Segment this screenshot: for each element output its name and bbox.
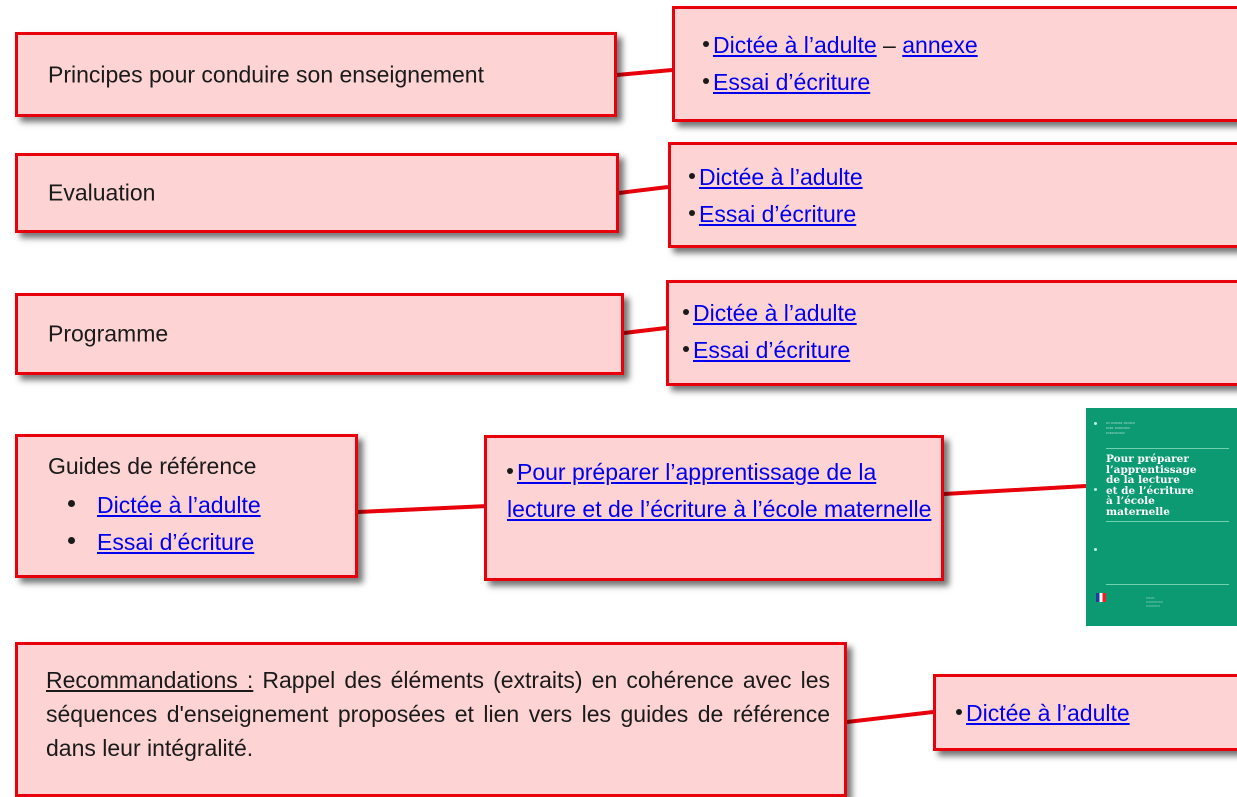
evaluation-label: Evaluation	[48, 179, 156, 206]
guide-dictee-link[interactable]: Dictée à l’adulte	[97, 492, 261, 518]
essai-link[interactable]: Essai d’écriture	[693, 337, 851, 363]
bullet-icon	[68, 537, 75, 545]
guide-reference-box: Pour préparer l’apprentissage de la lect…	[484, 435, 944, 581]
evaluation-links: Dictée à l’adulte Essai d’écriture	[689, 159, 863, 233]
cover-publisher: ▭▭▭▭▭▭▭▭▭▭▭▭▭▭	[1146, 596, 1164, 608]
evaluation-box: Evaluation	[15, 153, 619, 233]
guide-reference: Pour préparer l’apprentissage de la lect…	[507, 454, 932, 528]
programme-links-box: Dictée à l’adulte Essai d’écriture	[666, 280, 1237, 386]
recommendations-text: Recommandations : Rappel des éléments (e…	[46, 663, 830, 765]
connector-guides	[357, 504, 489, 514]
link-row: Dictée à l’adulte	[689, 159, 863, 196]
cover-dot	[1094, 422, 1097, 425]
guide-maternelle-link[interactable]: Pour préparer l’apprentissage de la lect…	[507, 459, 932, 522]
cover-dot	[1094, 488, 1097, 491]
principes-label: Principes pour conduire son enseignement	[48, 61, 484, 87]
list-item: Dictée à l’adulte	[68, 487, 261, 524]
link-row: Essai d’écriture	[703, 64, 978, 101]
guides-box: Guides de référence Dictée à l’adulte Es…	[15, 434, 358, 578]
programme-label: Programme	[48, 320, 169, 347]
principes-links: Dictée à l’adulte – annexe Essai d’écrit…	[703, 27, 978, 101]
bullet-icon	[507, 467, 513, 474]
dictee-link[interactable]: Dictée à l’adulte	[713, 32, 877, 58]
recommendations-body: Rappel des éléments (extraits) en cohére…	[46, 667, 830, 761]
evaluation-links-box: Dictée à l’adulte Essai d’écriture	[668, 142, 1237, 248]
annexe-link[interactable]: annexe	[902, 32, 978, 58]
recommendations-link-box: Dictée à l’adulte	[933, 674, 1237, 751]
guide-cover-image[interactable]: ▭ ▭▭▭ ▭▭▭▭▭ ▭▭▭▭▭▭▭▭▭ Pour préparer l’ap…	[1086, 408, 1237, 626]
bullet-icon	[689, 172, 695, 179]
bullet-icon	[683, 345, 689, 352]
cover-title: Pour préparer l’apprentissage de la lect…	[1106, 453, 1197, 518]
bullet-icon	[703, 77, 709, 84]
link-row: Essai d’écriture	[683, 332, 857, 369]
link-row: Dictée à l’adulte	[683, 295, 857, 332]
link-row: Essai d’écriture	[689, 196, 863, 233]
cover-divider	[1106, 521, 1229, 522]
connector-programme	[623, 326, 667, 335]
recommendations-links: Dictée à l’adulte	[956, 695, 1130, 732]
cover-dot	[1094, 548, 1097, 551]
link-separator: –	[883, 32, 896, 58]
list-item: Essai d’écriture	[68, 524, 261, 561]
recommendations-label: Recommandations :	[46, 667, 254, 693]
guides-list: Dictée à l’adulte Essai d’écriture	[68, 487, 261, 561]
link-row: Dictée à l’adulte – annexe	[703, 27, 978, 64]
connector-cover	[943, 484, 1087, 496]
essai-link[interactable]: Essai d’écriture	[699, 201, 857, 227]
cover-divider	[1106, 584, 1229, 585]
cover-divider	[1106, 448, 1229, 449]
guides-title: Guides de référence	[48, 453, 257, 479]
bullet-icon	[689, 209, 695, 216]
recommendations-box: Recommandations : Rappel des éléments (e…	[15, 642, 847, 797]
reco-dictee-link[interactable]: Dictée à l’adulte	[966, 700, 1130, 726]
principes-box: Principes pour conduire son enseignement	[15, 32, 617, 117]
bullet-icon	[956, 708, 962, 715]
republic-logo	[1096, 593, 1106, 602]
connector-principes	[616, 68, 673, 77]
guide-essai-link[interactable]: Essai d’écriture	[97, 529, 255, 555]
principes-links-box: Dictée à l’adulte – annexe Essai d’écrit…	[672, 6, 1237, 122]
bullet-icon	[703, 40, 709, 47]
bullet-icon	[683, 308, 689, 315]
cover-header: ▭ ▭▭▭ ▭▭▭▭▭ ▭▭▭▭▭▭▭▭▭	[1106, 420, 1135, 435]
programme-links: Dictée à l’adulte Essai d’écriture	[683, 295, 857, 369]
essai-link[interactable]: Essai d’écriture	[713, 69, 871, 95]
connector-reco	[846, 710, 934, 724]
programme-box: Programme	[15, 293, 624, 375]
bullet-icon	[68, 500, 75, 508]
dictee-link[interactable]: Dictée à l’adulte	[699, 164, 863, 190]
connector-evaluation	[618, 185, 669, 195]
dictee-link[interactable]: Dictée à l’adulte	[693, 300, 857, 326]
